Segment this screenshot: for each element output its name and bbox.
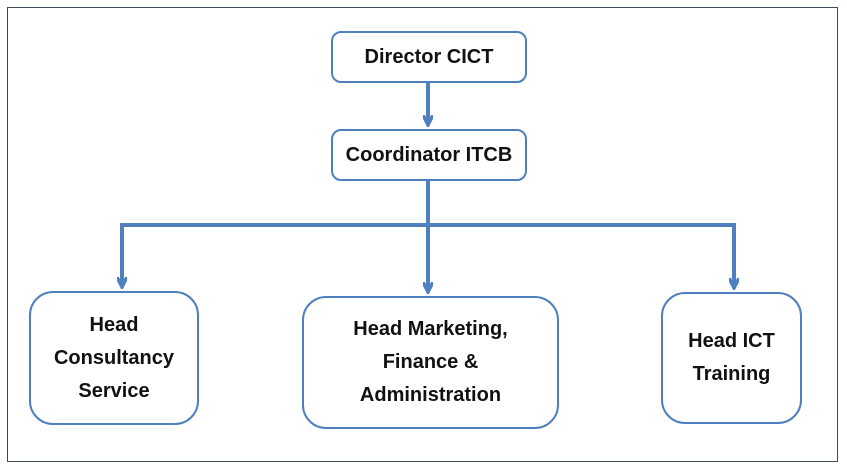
node-head-ict-training: Head ICT Training: [661, 292, 802, 424]
node-head-marketing-finance-administration: Head Marketing, Finance & Administration: [302, 296, 559, 429]
node-coordinator-itcb: Coordinator ITCB: [331, 129, 527, 181]
node-label: Head ICT Training: [688, 330, 775, 385]
node-label: Director CICT: [364, 45, 494, 68]
node-label: Head Consultancy Service: [53, 313, 175, 402]
node-label: Coordinator ITCB: [345, 143, 513, 166]
node-head-consultancy-service: Head Consultancy Service: [29, 291, 199, 425]
node-label: Head Marketing, Finance & Administration: [353, 318, 508, 406]
node-director-cict: Director CICT: [331, 31, 527, 83]
